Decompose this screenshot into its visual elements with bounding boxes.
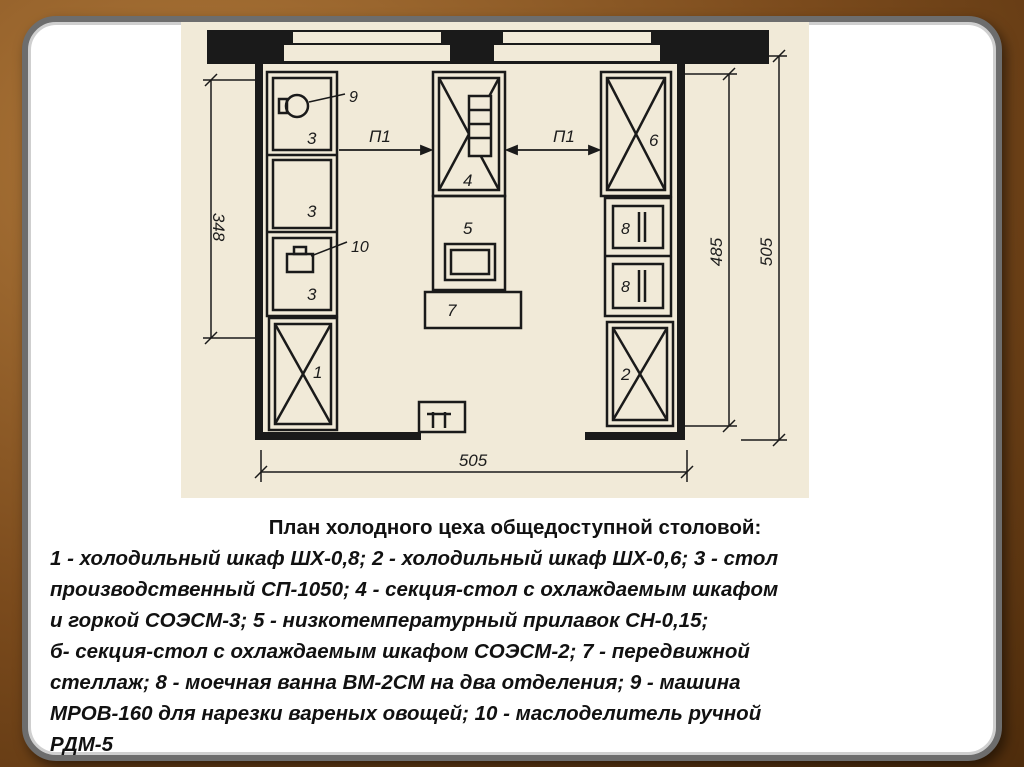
- dim-label-inner: 485: [707, 237, 726, 266]
- caption-line: стеллаж; 8 - моечная ванна ВМ-2СМ на два…: [50, 671, 741, 694]
- left-wall: [255, 64, 263, 440]
- item-label-1: 1: [313, 363, 322, 382]
- floor-plan-diagram: 348 485 505 505 П1 П1 3 3 3 1 4 5 7 6 8 …: [181, 22, 809, 498]
- caption-line: 1 - холодильный шкаф ШХ-0,8; 2 - холодил…: [50, 547, 779, 570]
- caption-line: производственный СП-1050; 4 - секция-сто…: [50, 578, 779, 601]
- window-left-sill: [282, 43, 452, 63]
- dim-label-left: 348: [209, 213, 228, 242]
- caption-line: б- секция-стол с охлаждаемым шкафом СОЭС…: [50, 640, 750, 663]
- window-right-sill: [492, 43, 662, 63]
- caption-line: и горкой СОЭСМ-3; 5 - низкотемпературный…: [50, 609, 709, 632]
- dim-label-bottom: 505: [459, 451, 488, 470]
- dim-label-outer: 505: [757, 237, 776, 266]
- sink-bottom-shape: [417, 400, 467, 434]
- bottom-wall-right: [585, 432, 685, 440]
- item-label-3c: 3: [307, 285, 317, 304]
- item-label-9: 9: [349, 89, 358, 106]
- rack-7-shape: [423, 290, 523, 330]
- caption-title: План холодного цеха общедоступной столов…: [268, 516, 762, 539]
- item-label-6: 6: [649, 131, 659, 150]
- window-right: [503, 32, 651, 44]
- item-label-8b: 8: [621, 279, 630, 296]
- butter-divider-10-shape: [285, 252, 315, 274]
- item-label-8a: 8: [621, 221, 630, 238]
- caption: План холодного цеха общедоступной столов…: [50, 512, 980, 760]
- machine-9-shape: [284, 93, 310, 119]
- item-label-10: 10: [351, 239, 369, 256]
- item-label-3b: 3: [307, 202, 317, 221]
- floor-plan-svg: 348 485 505 505 П1 П1 3 3 3 1 4 5 7 6 8 …: [203, 30, 787, 482]
- item-label-5: 5: [463, 219, 473, 238]
- item-label-7: 7: [447, 301, 457, 320]
- caption-line: РДМ-5: [50, 733, 114, 756]
- counter-5-shape: [431, 194, 507, 292]
- right-wall: [677, 64, 685, 440]
- section-6-shape: [599, 70, 673, 198]
- fridge-1-shape: [267, 316, 339, 432]
- caption-line: МРОВ-160 для нарезки вареных овощей; 10 …: [50, 702, 762, 725]
- bottom-wall-left: [255, 432, 421, 440]
- item-label-3a: 3: [307, 129, 317, 148]
- passage-label-left: П1: [369, 127, 391, 146]
- passage-label-right: П1: [553, 127, 575, 146]
- left-table-block: [265, 70, 339, 318]
- window-left: [293, 32, 441, 44]
- fridge-2-shape: [605, 320, 675, 428]
- item-label-2: 2: [620, 365, 631, 384]
- item-label-4: 4: [463, 171, 472, 190]
